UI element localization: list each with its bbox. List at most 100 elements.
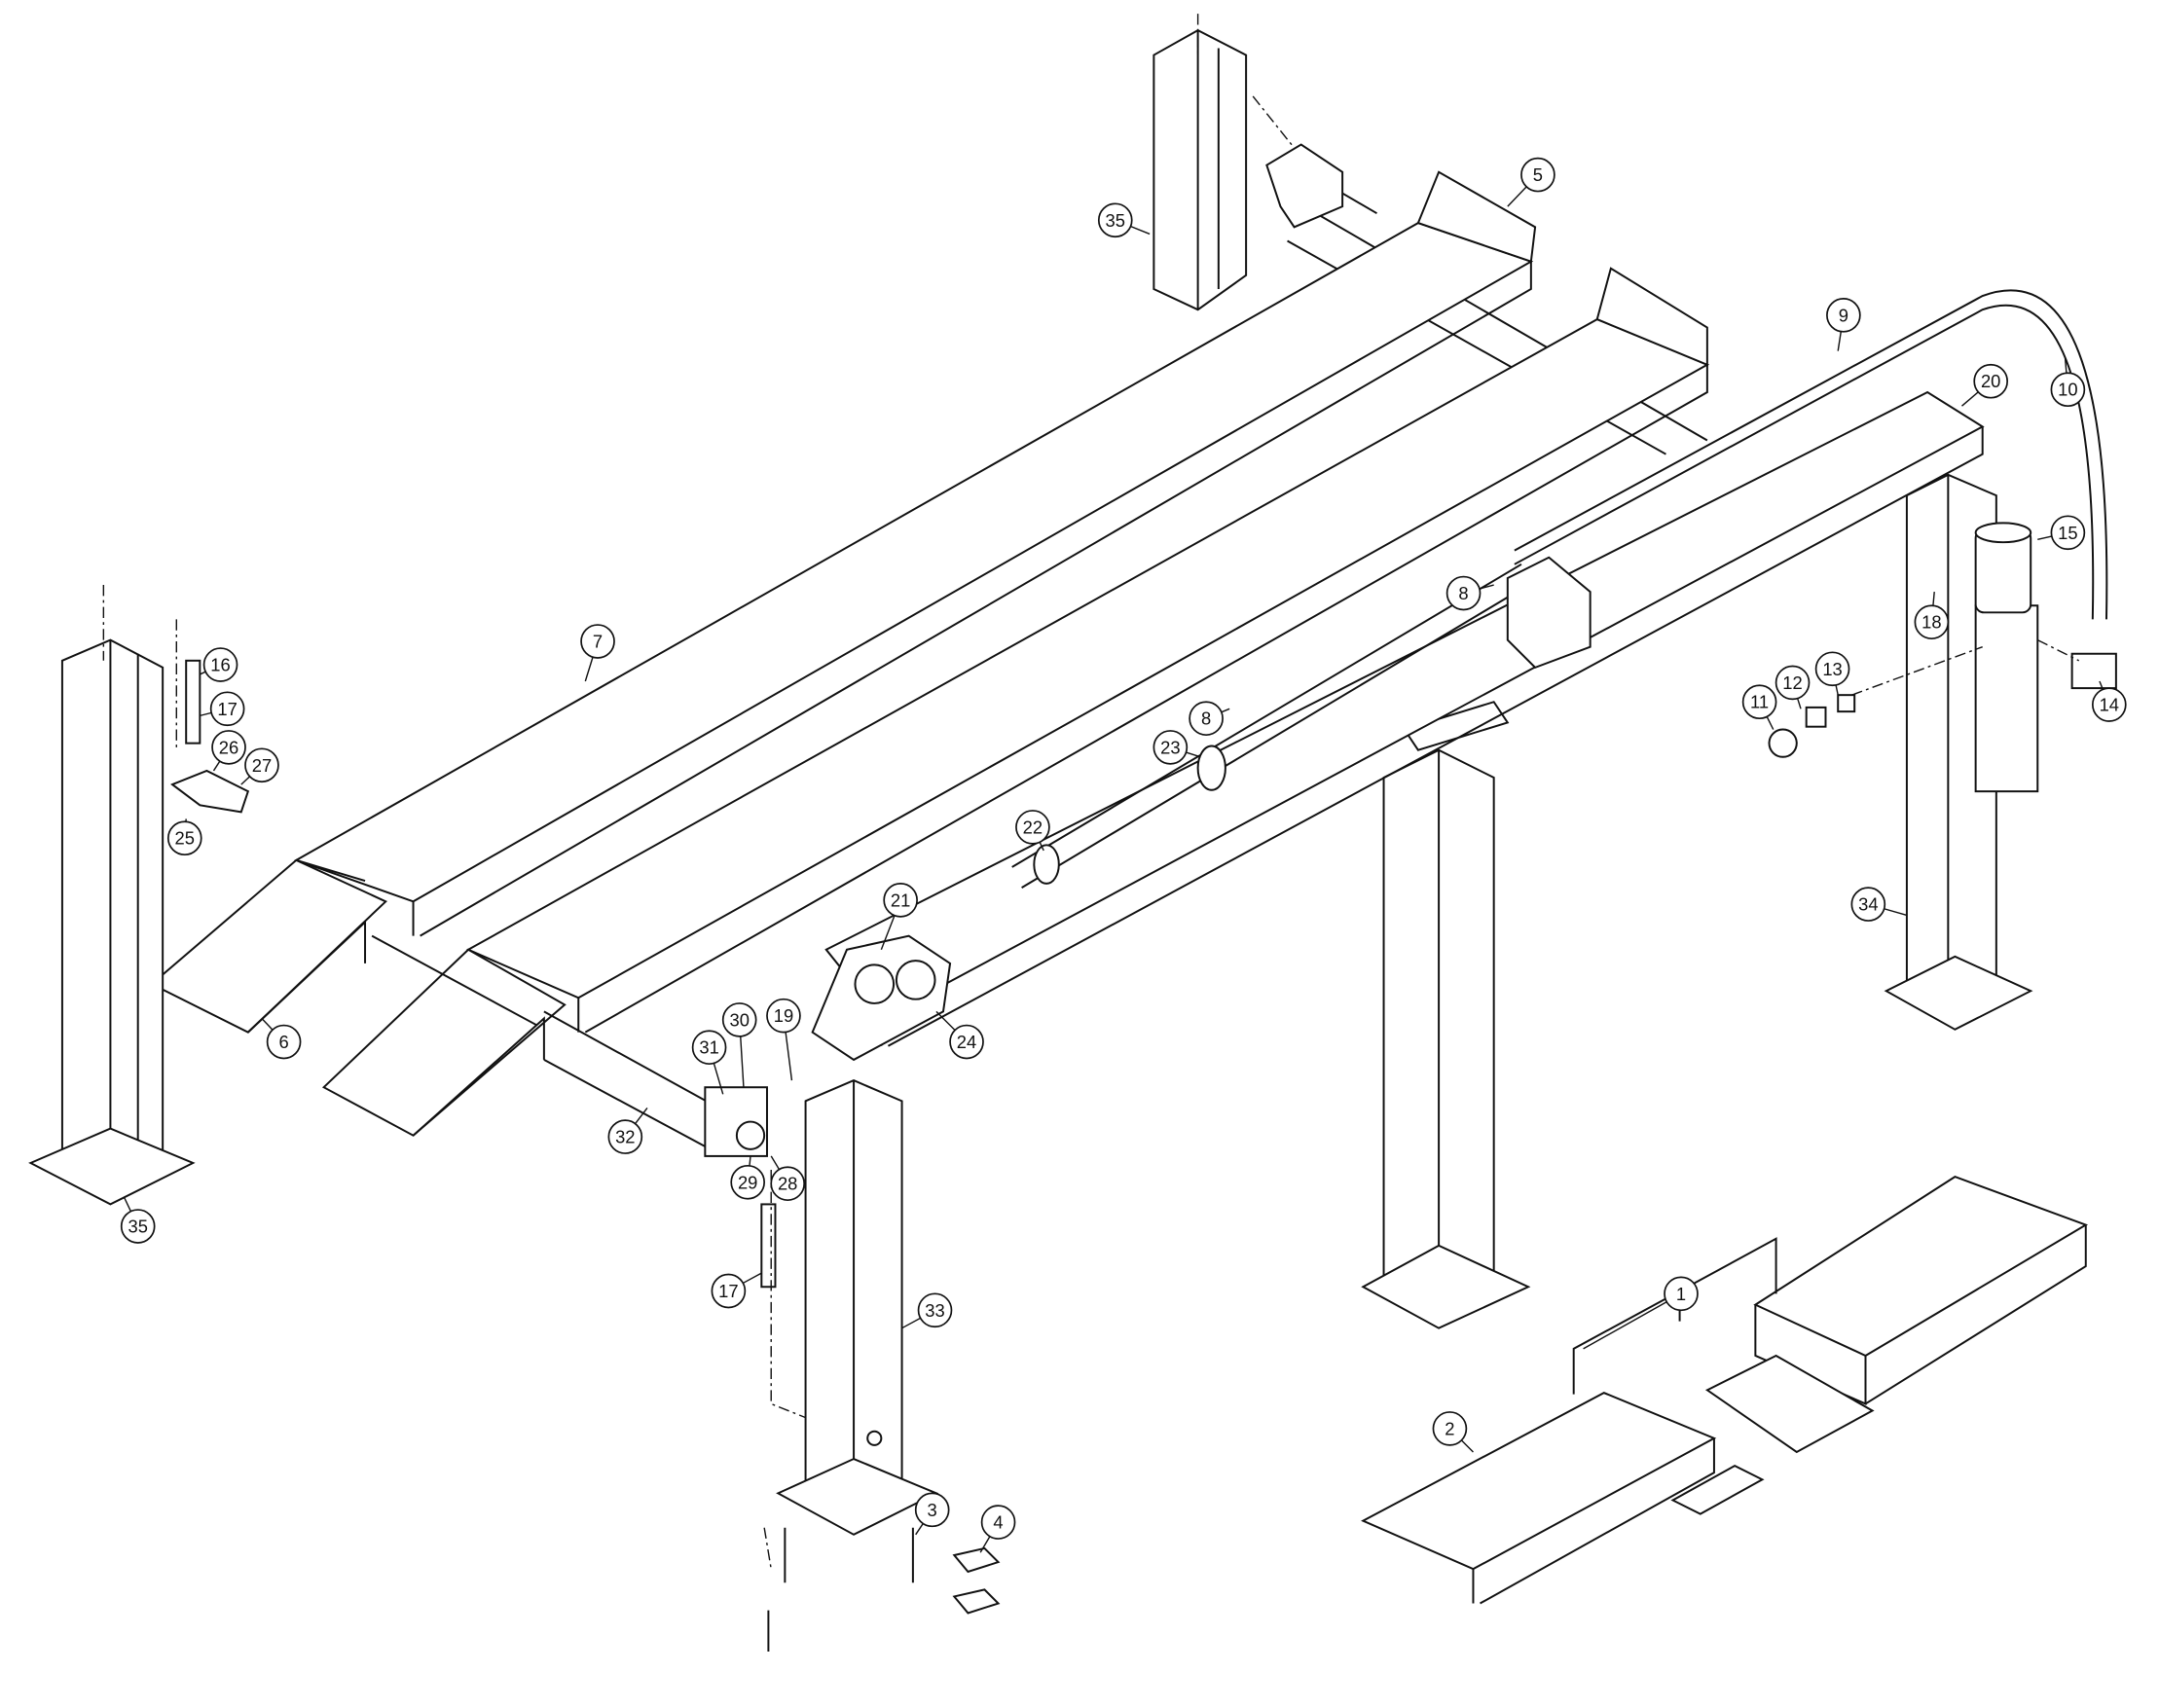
callout-power-unit-bracket: 18 [1914,592,1950,640]
callout-jack-tray: 2 [1432,1411,1474,1453]
callout-circle [1189,701,1224,737]
callout-circle [949,1024,984,1060]
callout-release-cable: 19 [766,998,801,1081]
callout-circle [2050,372,2086,408]
callout-circle [2050,515,2086,551]
callout-approach-ramp: 6 [261,1018,302,1060]
callout-number: 35 [1106,210,1125,231]
callout-lock-ladder-top: 16 [200,647,238,682]
callout-circle [244,747,279,783]
callout-circle [1153,730,1189,765]
callout-circle [766,998,801,1034]
callout-circle [917,1292,953,1328]
jack-tray-assembly [1753,1176,2089,1358]
power-unit [1974,604,2039,793]
callout-circle [1914,604,1950,640]
callout-hydraulic-hose: 9 [1826,298,1861,351]
callout-valve: 14 [2091,680,2127,722]
callout-number: 20 [1981,371,2000,391]
callout-lock-ladder-front: 17 [711,1272,762,1309]
callout-number: 25 [175,828,195,849]
callout-number: 19 [774,1005,793,1026]
callout-front-post: 33 [901,1292,953,1329]
callout-number: 2 [1445,1418,1454,1438]
callout-number: 30 [729,1009,749,1030]
callout-cable-sheave-rear: 20 [1961,363,2009,407]
callout-cylinder-rod-end: 22 [1015,810,1050,852]
callout-hose-fitting-upper: 8 [1445,575,1494,611]
hydraulic-cylinder [1011,563,1529,889]
callout-number: 26 [219,737,238,757]
callout-latch-plate: 31 [691,1030,727,1095]
ramp-right [321,948,567,1137]
callout-circle [883,883,918,918]
callout-rear-stop-bracket: 5 [1507,157,1555,207]
callout-circle [1814,651,1850,687]
callout-circle [711,1273,747,1309]
callout-adapter: 12 [1775,665,1811,709]
callout-circle [202,647,238,682]
callout-number: 35 [128,1217,147,1237]
callout-number: 28 [778,1174,797,1194]
callout-circle [1973,363,2009,399]
callout-number: 9 [1839,305,1848,325]
callout-pulley: 29 [730,1155,766,1200]
callout-number: 11 [1750,692,1769,712]
callout-number: 6 [278,1032,288,1052]
callout-circle [1097,202,1133,238]
callout-circle [266,1024,302,1060]
callout-number: 17 [217,699,237,719]
callout-number: 16 [210,655,230,675]
callout-circle [1432,1411,1468,1446]
callout-safety-latch: 26 [211,730,246,772]
callout-circle [914,1492,950,1528]
callout-jack-tray-assembly: 1 [1583,1276,1699,1350]
callout-hydraulic-hose-loop: 10 [2050,357,2086,408]
callout-number: 1 [1676,1284,1686,1304]
callout-shim: 4 [979,1505,1016,1553]
callout-cable-pulley: 25 [166,818,202,856]
callout-number: 10 [2058,380,2077,400]
callout-circle [1445,575,1482,611]
callout-pin: 28 [770,1155,806,1202]
callout-circle [1015,810,1050,845]
callout-hydraulic-cylinder: 23 [1153,730,1201,765]
callout-number: 3 [928,1500,937,1520]
callout-latch-spring: 30 [721,1002,757,1088]
callout-hose-fitting-lower: 8 [1189,701,1230,737]
callout-number: 22 [1023,817,1043,837]
callout-number: 8 [1201,709,1211,729]
leader-line [1583,1292,1682,1350]
callout-number: 7 [593,632,603,652]
callout-number: 15 [2058,523,2077,543]
callout-circle [1741,684,1777,720]
callout-number: 14 [2100,695,2119,715]
callout-number: 17 [718,1281,738,1301]
callout-number: 4 [993,1512,1003,1533]
callout-latch-bracket: 27 [240,747,279,785]
callout-number: 24 [957,1032,976,1052]
callout-sheave-bracket: 24 [935,1010,984,1060]
callout-circle [211,730,246,765]
callout-circle [1520,157,1555,193]
callout-number: 29 [738,1172,757,1192]
callout-fitting: 13 [1814,651,1850,696]
rear-post-top [1153,28,1248,311]
callout-runway: 7 [580,624,615,682]
callout-number: 12 [1782,672,1802,693]
callout-circle [2091,687,2127,722]
callout-lock-ladder: 17 [200,691,245,727]
callout-front-left-post: 35 [120,1197,156,1244]
callout-circle [980,1505,1016,1540]
callout-circle [770,1166,806,1202]
callout-power-side-post: 34 [1850,887,1908,922]
callout-circle [730,1164,766,1200]
jack-tray [1361,1392,1717,1571]
callout-circle [691,1030,727,1066]
callout-anchor-bolt: 3 [914,1492,950,1536]
callout-number: 32 [615,1127,635,1147]
callout-circle [1850,887,1886,922]
callout-circle [1664,1276,1699,1312]
callout-number: 31 [699,1037,718,1058]
